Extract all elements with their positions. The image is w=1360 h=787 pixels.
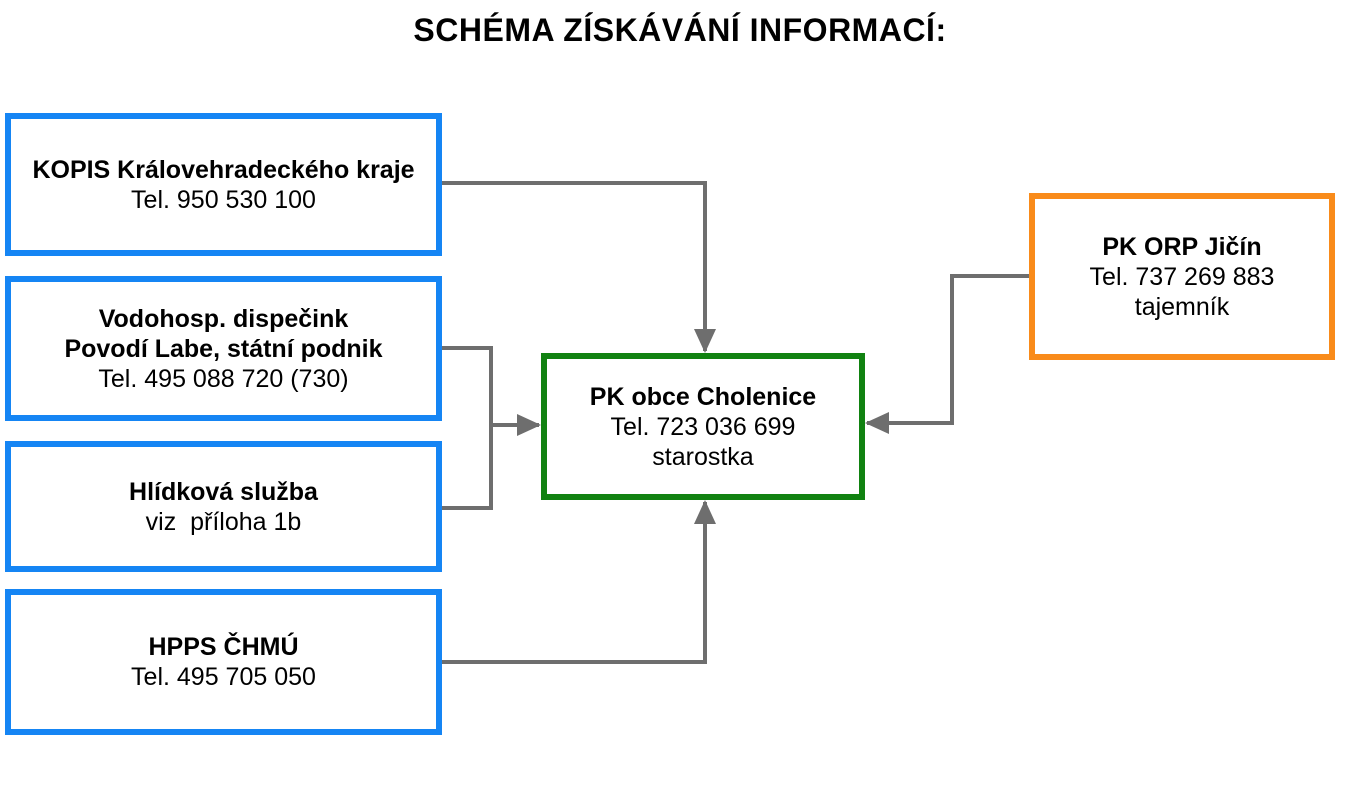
node-kopis: KOPIS Královehradeckého kraje Tel. 950 5… xyxy=(5,113,442,256)
node-hlidkova: Hlídková služba viz příloha 1b xyxy=(5,441,442,572)
node-orp-phone: Tel. 737 269 883 xyxy=(1089,262,1275,291)
node-vodohosp-title: Vodohosp. dispečink xyxy=(98,304,349,333)
node-orp-title: PK ORP Jičín xyxy=(1102,232,1262,261)
node-center-phone: Tel. 723 036 699 xyxy=(610,412,796,441)
node-kopis-phone: Tel. 950 530 100 xyxy=(131,185,316,214)
node-hpps-phone: Tel. 495 705 050 xyxy=(131,663,316,691)
node-hlidkova-title: Hlídková služba xyxy=(129,477,318,506)
node-hlidkova-note: viz příloha 1b xyxy=(145,507,302,536)
edge-kopis-center xyxy=(442,181,716,353)
node-vodohosp-phone: Tel. 495 088 720 (730) xyxy=(98,364,349,393)
node-orp-role: tajemník xyxy=(1134,292,1230,321)
node-center: PK obce Cholenice Tel. 723 036 699 staro… xyxy=(541,353,865,500)
node-hpps-title: HPPS ČHMÚ xyxy=(148,633,299,661)
node-vodohosp: Vodohosp. dispečink Povodí Labe, státní … xyxy=(5,276,442,421)
edge-hpps-center xyxy=(442,500,716,664)
node-center-title: PK obce Cholenice xyxy=(589,382,817,411)
diagram-title: SCHÉMA ZÍSKÁVÁNÍ INFORMACÍ: xyxy=(413,12,947,48)
node-vodohosp-title2: Povodí Labe, státní podnik xyxy=(64,334,383,363)
node-hpps: HPPS ČHMÚ Tel. 495 705 050 xyxy=(5,589,442,735)
edge-orp-center xyxy=(865,274,1029,434)
node-orp: PK ORP Jičín Tel. 737 269 883 tajemník xyxy=(1029,193,1335,360)
edge-vodohosp-join xyxy=(442,346,493,510)
node-center-role: starostka xyxy=(652,442,754,471)
node-kopis-title: KOPIS Královehradeckého kraje xyxy=(32,155,415,184)
